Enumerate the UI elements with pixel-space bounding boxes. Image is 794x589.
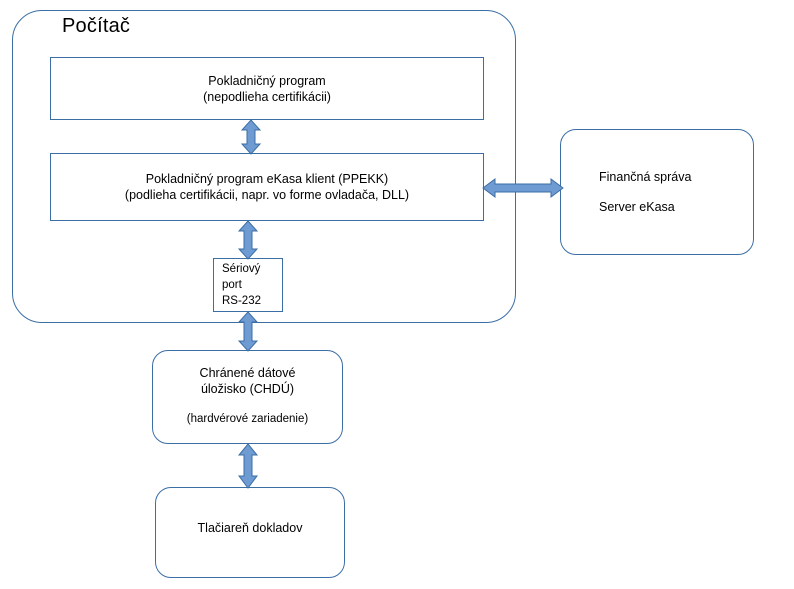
finance-line-2: Server eKasa [599,200,675,214]
printer-box: Tlačiareň dokladov [155,487,345,578]
computer-container [12,10,516,323]
serial-port-line-1: Sériový [222,263,261,275]
computer-title: Počítač [62,15,131,37]
arrow-pos-program-to-ppekk [240,119,262,155]
finance-line-1: Finančná správa [599,170,692,184]
chdu-line-2: úložisko (CHDÚ) [200,382,295,396]
ppekk-box: Pokladničný program eKasa klient (PPEKK)… [50,153,484,221]
arrow-ppekk-to-serial-port [237,220,259,260]
pos-program-line-2: (nepodlieha certifikácii) [203,89,331,104]
arrow-chdu-to-printer [237,443,259,489]
serial-port-box: Sériový port RS-232 [213,258,283,312]
chdu-box: Chránené dátové úložisko (CHDÚ) (hardvér… [152,350,343,444]
ppekk-line-1: Pokladničný program eKasa klient (PPEKK) [145,172,389,186]
chdu-line-3: (hardvérové zariadenie) [186,413,309,425]
pos-program-line-1: Pokladničný program [208,73,326,88]
printer-line-1: Tlačiareň dokladov [197,521,303,535]
finance-administration-box: Finančná správa Server eKasa [560,129,754,255]
pos-program-box: Pokladničný program (nepodlieha certifik… [50,57,484,120]
arrow-serial-port-to-chdu [237,311,259,352]
arrow-ppekk-to-finance [482,178,564,198]
serial-port-line-2: port [222,279,242,291]
ppekk-line-2: (podlieha certifikácii, napr. vo forme o… [124,188,410,202]
chdu-line-1: Chránené dátové [199,366,296,380]
serial-port-line-3: RS-232 [222,295,261,307]
